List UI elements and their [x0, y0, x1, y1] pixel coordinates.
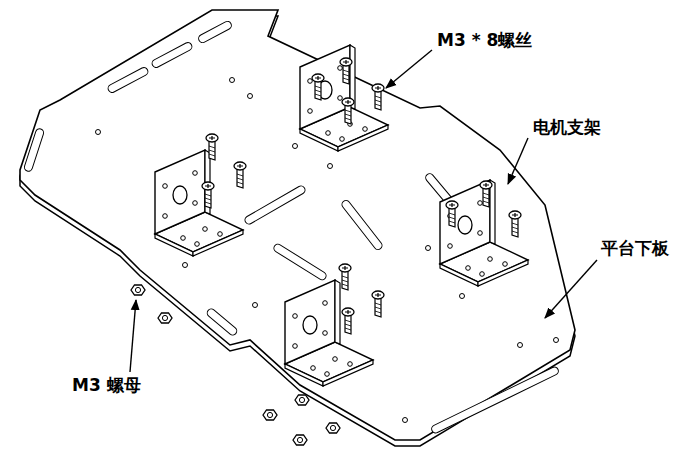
m3-screw: [202, 182, 214, 208]
plate-hole: [230, 78, 235, 83]
plate-hole: [253, 303, 258, 308]
plate-slot: [272, 243, 327, 282]
plate-slot: [23, 128, 44, 172]
m3-screw: [509, 211, 521, 237]
m3-screw: [342, 308, 354, 334]
part-label: 平台下板: [601, 238, 669, 258]
m3-screw: [340, 58, 352, 84]
plate-slot: [430, 366, 559, 435]
part-label: 电机支架: [533, 117, 601, 137]
part-label: M3 * 8螺丝: [437, 30, 532, 50]
m3-nut: [293, 435, 307, 445]
leader-line: [545, 260, 597, 318]
motor-bracket: [155, 150, 243, 256]
plate-hole: [96, 130, 101, 135]
plate-hole: [518, 343, 523, 348]
leader-line: [386, 50, 432, 88]
motor-bracket: [440, 180, 528, 286]
plate-slot: [206, 307, 239, 336]
m3-nut: [326, 423, 340, 433]
m3-screw: [234, 162, 246, 188]
motor-bracket: [285, 280, 373, 386]
motor-bracket: [300, 45, 388, 151]
plate-hole: [293, 144, 298, 149]
m3-screw: [206, 134, 218, 160]
m3-screw: [372, 291, 384, 317]
label-text: 电机支架: [533, 117, 601, 137]
plate-hole: [248, 94, 253, 99]
plate-hole: [183, 263, 188, 268]
m3-nut: [158, 313, 172, 323]
leader-line: [508, 138, 528, 184]
plate-hole: [554, 338, 559, 343]
part-label: M3 螺母: [72, 375, 141, 395]
leader-line: [130, 300, 136, 372]
m3-screw: [312, 74, 324, 100]
m3-screw: [342, 98, 354, 124]
m3-nut: [295, 395, 309, 405]
plate-slot: [151, 41, 194, 69]
plate-slot: [340, 199, 383, 251]
plate-hole: [460, 294, 465, 299]
m3-screw: [372, 84, 384, 110]
label-text: M3 螺母: [72, 375, 141, 395]
label-text: M3 * 8螺丝: [437, 30, 532, 50]
plate-hole: [403, 418, 408, 423]
m3-screw: [339, 264, 351, 290]
plate-slot: [107, 66, 150, 94]
plate-hole: [426, 246, 431, 251]
label-text: 平台下板: [601, 238, 669, 258]
platform-plate: [20, 10, 575, 440]
plate-slot: [197, 20, 233, 44]
plate-hole: [328, 164, 333, 169]
plate-slot: [244, 185, 307, 226]
m3-screw: [480, 181, 492, 207]
m3-screw: [446, 201, 458, 227]
m3-nut: [263, 410, 277, 420]
m3-nut: [131, 285, 145, 295]
